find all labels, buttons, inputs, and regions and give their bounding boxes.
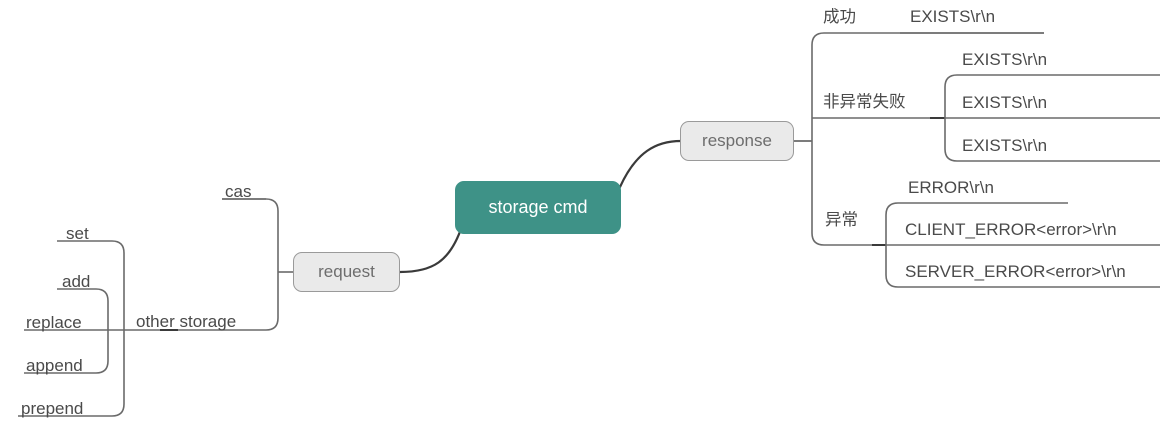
leaf-nef-exists-3[interactable]: EXISTS\r\n bbox=[962, 136, 1048, 155]
node-storage-cmd[interactable]: storage cmd bbox=[455, 181, 621, 234]
wire-request-bracket bbox=[178, 198, 279, 331]
wire-root-to-response bbox=[618, 139, 683, 189]
leaf-nef-exists-1[interactable]: EXISTS\r\n bbox=[962, 50, 1048, 69]
node-request[interactable]: request bbox=[293, 252, 400, 292]
leaf-set[interactable]: set bbox=[66, 224, 89, 243]
leaf-success[interactable]: 成功 bbox=[823, 8, 856, 26]
wire-other-storage-bracket-outer bbox=[18, 240, 125, 417]
leaf-cas[interactable]: cas bbox=[225, 182, 252, 201]
leaf-server-error[interactable]: SERVER_ERROR<error>\r\n bbox=[905, 262, 1126, 281]
leaf-add[interactable]: add bbox=[62, 272, 91, 291]
leaf-prepend[interactable]: prepend bbox=[21, 399, 84, 418]
leaf-client-error[interactable]: CLIENT_ERROR<error>\r\n bbox=[905, 220, 1117, 239]
leaf-other-storage[interactable]: other storage bbox=[136, 312, 237, 331]
leaf-replace[interactable]: replace bbox=[26, 313, 82, 332]
node-storage-cmd-label: storage cmd bbox=[488, 197, 588, 217]
wire-response-bracket bbox=[811, 32, 1044, 246]
leaf-error[interactable]: ERROR\r\n bbox=[908, 178, 994, 197]
node-request-label: request bbox=[318, 262, 375, 281]
leaf-exception[interactable]: 异常 bbox=[825, 211, 858, 229]
leaf-append[interactable]: append bbox=[26, 356, 83, 375]
node-response[interactable]: response bbox=[680, 121, 794, 161]
leaf-non-exception-failure[interactable]: 非异常失败 bbox=[823, 93, 906, 111]
node-response-label: response bbox=[702, 131, 772, 150]
leaf-success-exists[interactable]: EXISTS\r\n bbox=[910, 7, 996, 26]
leaf-nef-exists-2[interactable]: EXISTS\r\n bbox=[962, 93, 1048, 112]
wire-request-to-root bbox=[398, 224, 464, 274]
wire-other-storage-bracket-inner bbox=[24, 288, 109, 374]
